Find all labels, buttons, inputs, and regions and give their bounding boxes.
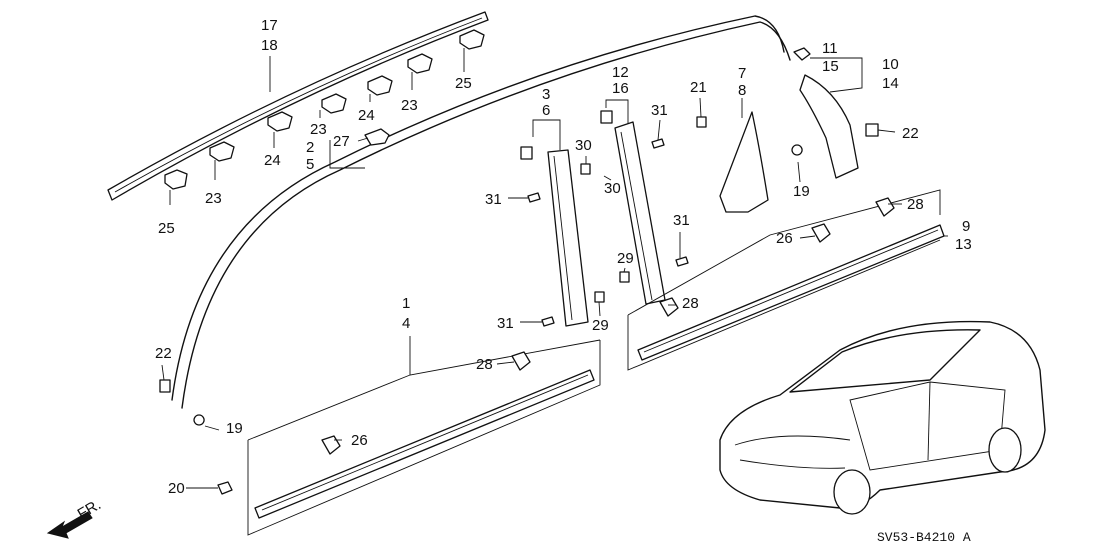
callout-26: 26 — [776, 230, 793, 247]
callout-12: 12 — [612, 64, 629, 81]
front-sill-molding — [247, 339, 601, 536]
callout-8: 8 — [738, 82, 746, 99]
callout-31: 31 — [485, 191, 502, 208]
callout-5: 5 — [306, 156, 314, 173]
roof-clips — [164, 29, 485, 205]
rear-pillar-garnish — [600, 99, 666, 305]
callout-25: 25 — [455, 75, 472, 92]
callout-24: 24 — [264, 152, 281, 169]
quarter-garnish — [719, 98, 769, 213]
callout-19: 19 — [226, 420, 243, 437]
callout-28: 28 — [682, 295, 699, 312]
diagram-code: SV53-B4210 A — [877, 530, 971, 545]
callout-27: 27 — [333, 133, 350, 150]
callout-22: 22 — [902, 125, 919, 142]
callout-10: 10 — [882, 56, 899, 73]
callout-25: 25 — [158, 220, 175, 237]
callout-20: 20 — [168, 480, 185, 497]
callout-2: 2 — [306, 139, 314, 156]
callout-23: 23 — [205, 190, 222, 207]
callout-26: 26 — [351, 432, 368, 449]
callout-29: 29 — [592, 317, 609, 334]
callout-30: 30 — [604, 180, 621, 197]
callout-14: 14 — [882, 75, 899, 92]
rear-corner-garnish — [793, 47, 863, 179]
callout-19: 19 — [793, 183, 810, 200]
callout-31: 31 — [673, 212, 690, 229]
leader-lines — [161, 97, 902, 489]
callout-7: 7 — [738, 65, 746, 82]
fasteners — [159, 116, 879, 495]
front-arrow-icon — [46, 511, 93, 539]
callout-1: 1 — [402, 295, 410, 312]
callout-16: 16 — [612, 80, 629, 97]
roof-molding — [107, 11, 489, 201]
callout-17: 17 — [261, 17, 278, 34]
center-pillar-garnish — [520, 119, 589, 327]
callout-9: 9 — [962, 218, 970, 235]
callout-28: 28 — [907, 196, 924, 213]
callout-21: 21 — [690, 79, 707, 96]
callout-22: 22 — [155, 345, 172, 362]
windshield-molding — [171, 15, 791, 409]
callout-31: 31 — [497, 315, 514, 332]
callout-6: 6 — [542, 102, 550, 119]
callout-24: 24 — [358, 107, 375, 124]
callout-3: 3 — [542, 86, 550, 103]
callout-30: 30 — [575, 137, 592, 154]
callout-11: 11 — [822, 40, 838, 57]
callout-4: 4 — [402, 315, 410, 332]
rear-sill-molding — [627, 189, 948, 371]
callout-15: 15 — [822, 58, 839, 75]
callout-31: 31 — [651, 102, 668, 119]
callout-13: 13 — [955, 236, 972, 253]
callout-29: 29 — [617, 250, 634, 267]
car-illustration — [719, 320, 1046, 515]
callout-28: 28 — [476, 356, 493, 373]
callout-labels: 17 18 25 25 23 23 23 24 24 2 5 27 3 6 12… — [75, 17, 972, 545]
callout-18: 18 — [261, 37, 278, 54]
callout-23: 23 — [401, 97, 418, 114]
callout-23: 23 — [310, 121, 327, 138]
